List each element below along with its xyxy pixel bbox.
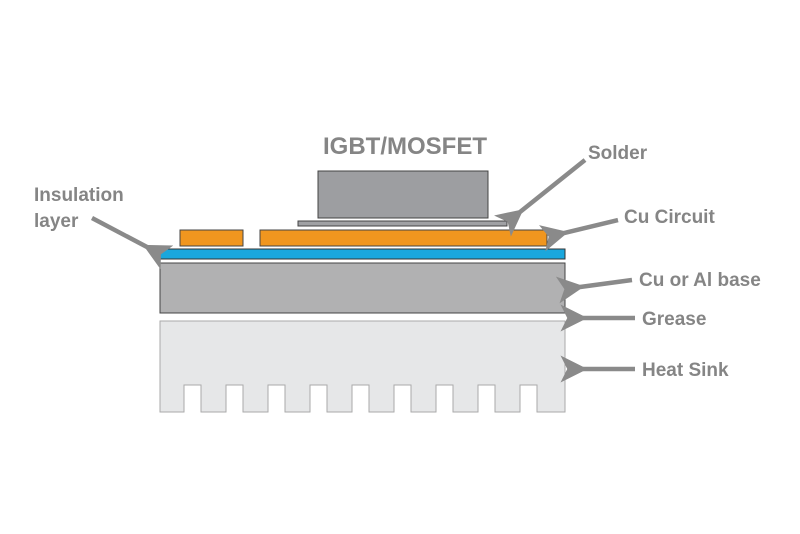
heat-sink xyxy=(159,320,566,413)
solder-layer xyxy=(297,220,508,227)
igbt-mosfet-chip xyxy=(317,170,489,219)
component-title: IGBT/MOSFET xyxy=(323,133,487,160)
heat-sink-label: Heat Sink xyxy=(642,360,729,381)
cu-al-base xyxy=(159,262,566,314)
solder-arrow-icon xyxy=(493,158,587,237)
cu-circuit-label: Cu Circuit xyxy=(624,207,715,228)
insulation-arrow-icon xyxy=(90,216,174,270)
insulation-label-line2: layer xyxy=(34,211,79,232)
insulation-layer xyxy=(159,248,566,260)
solder-label: Solder xyxy=(588,143,648,164)
grease-label: Grease xyxy=(642,309,706,330)
insulation-label-line1: Insulation xyxy=(34,185,124,206)
cu-circuit-arrow-icon xyxy=(538,217,619,252)
cu-circuit-pad-right xyxy=(259,229,548,247)
base-label: Cu or Al base xyxy=(639,270,761,291)
cu-circuit-pad-left xyxy=(179,229,244,247)
base-arrow-icon xyxy=(555,276,633,304)
